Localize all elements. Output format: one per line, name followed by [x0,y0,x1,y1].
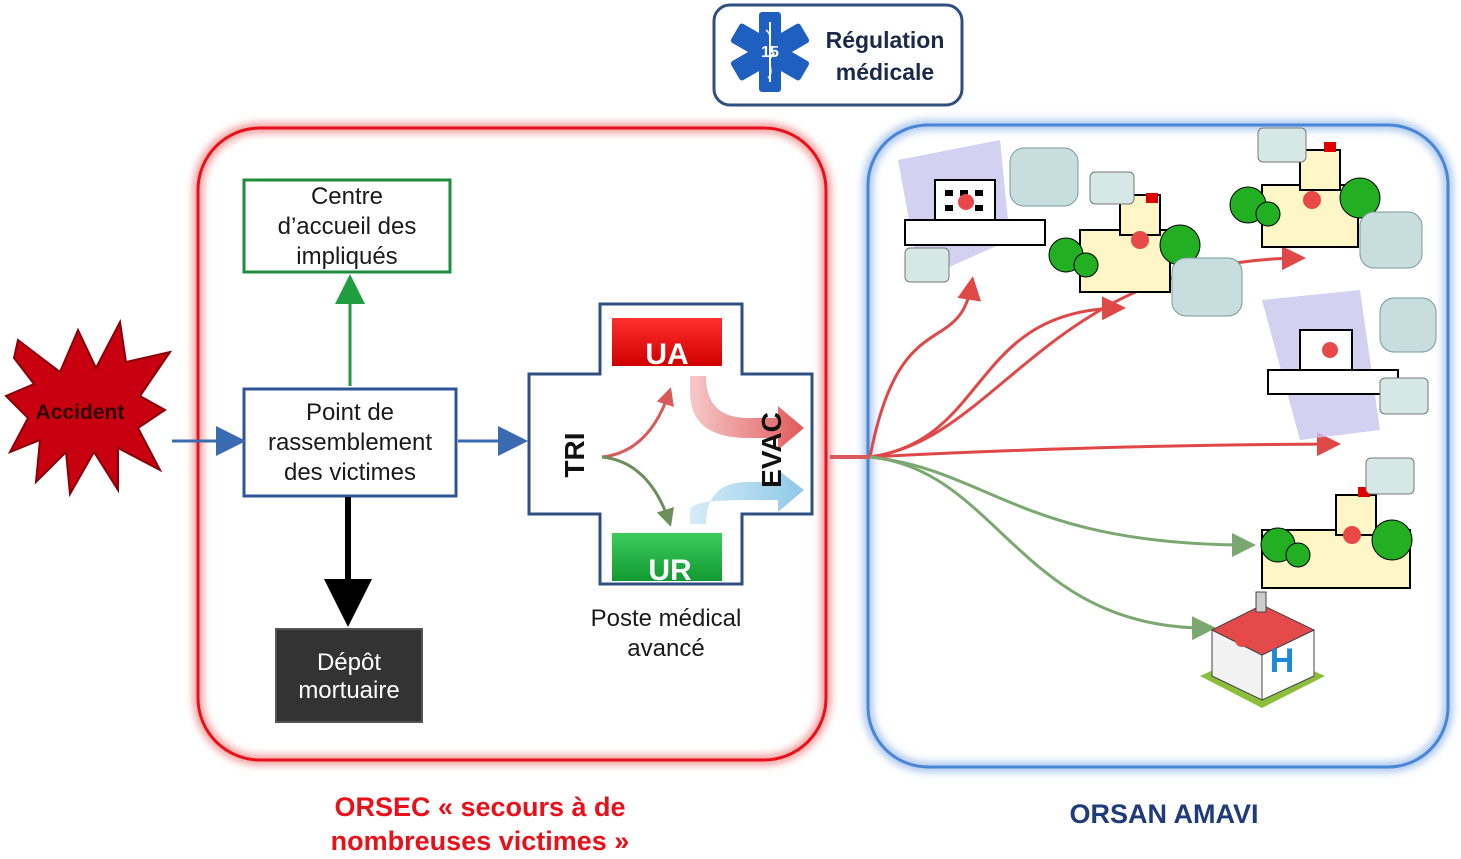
orsec-zone [193,123,831,765]
centre-accueil-line1: Centre [311,183,383,210]
ua-box [612,318,722,366]
point-rassemblement-box [242,387,458,498]
orsan-caption: ORSAN AMAVI [1070,799,1259,829]
regulation-badge-number: 15 [761,44,779,61]
tri-label: TRI [559,432,590,477]
ur-box [612,533,722,581]
accident-label: Accident [36,401,125,424]
evac-ur-arrow [690,470,804,524]
orsec-caption-line2: nombreuses victimes » [331,826,630,856]
regulation-line2: médicale [836,59,934,85]
tri-to-ur-arrow [601,455,674,527]
orsan-zone [863,120,1453,772]
ur-label: UR [648,554,692,587]
centre-accueil-box [242,178,452,274]
star-of-life-icon [730,12,810,92]
hospital-building-icon [1048,171,1243,317]
pma-caption-line2: avancé [627,635,704,662]
ua-label: UA [645,338,688,371]
depot-line2: mortuaire [298,677,399,704]
regulation-line1: Régulation [826,27,945,53]
hospital-building-icon [1262,290,1437,440]
point-rassemblement-line2: rassemblement [268,429,432,456]
point-rassemblement-line1: Point de [306,399,394,426]
depot-mortuaire-box [275,628,423,723]
centre-accueil-line2: d’accueil des [278,213,417,240]
evac-ua-arrow [690,376,804,450]
pma-cross [527,302,814,586]
evacuation-routes [830,246,1341,641]
hospital-building-icon [1229,127,1423,269]
hospital-building-icon [898,140,1079,283]
evac-label: EVAC [756,412,787,488]
centre-accueil-line3: impliqués [296,243,397,270]
explosion-icon [4,318,173,498]
hospital-building-icon [1260,457,1415,589]
tri-to-ua-arrow [601,387,674,459]
depot-line1: Dépôt [317,649,381,676]
svg-text:H: H [1270,642,1295,680]
point-rassemblement-line3: des victimes [284,459,416,486]
pma-caption-line1: Poste médical [591,605,742,632]
orsec-caption-line1: ORSEC « secours à de [334,792,625,822]
hospital-building-icon: H [1200,591,1325,708]
